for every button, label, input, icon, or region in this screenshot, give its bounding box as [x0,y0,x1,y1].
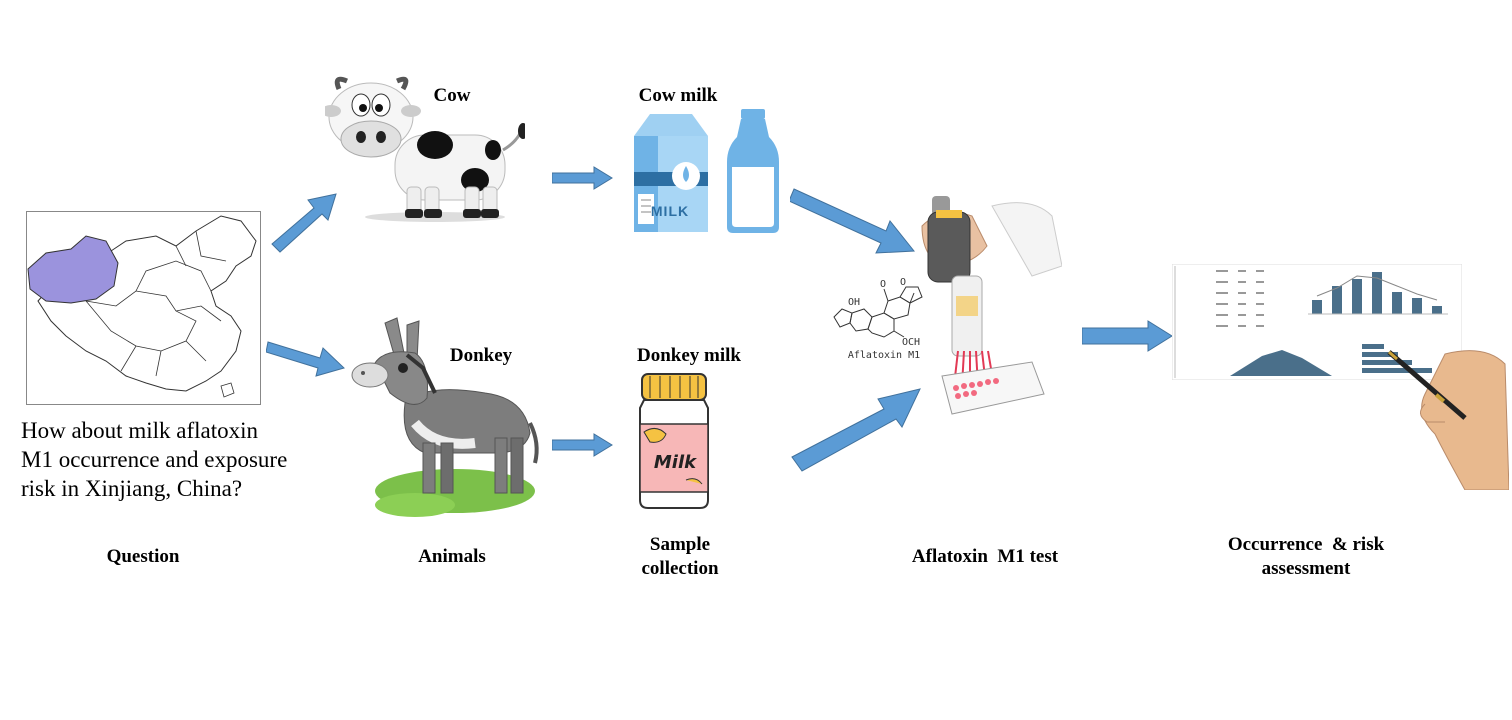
question-line-1: How about milk aflatoxin [21,418,258,443]
svg-text:O: O [900,277,906,288]
arrow-donkeymilk-to-test [790,381,926,477]
cow-label: Cow [433,85,471,106]
stage-label-sample: Sample collection [610,533,750,581]
question-line-2: M1 occurrence and exposure [21,447,288,472]
stage-label-test: Aflatoxin M1 test [911,546,1059,567]
arrow-cowmilk-to-test [790,175,918,257]
milk-bottle-icon [723,107,783,235]
milk-jar-text: Milk [653,452,697,473]
stage-label-assessment: Occurrence & risk assessment [1196,533,1416,581]
arrow-test-to-assessment [1082,320,1174,352]
china-map-icon [26,211,262,406]
pipette-icon [912,186,1062,426]
donkey-label: Donkey [449,345,513,366]
chart-report-icon [1172,264,1462,380]
stage-label-sample-line2: collection [641,558,719,579]
arrow-donkey-to-milk [552,433,614,457]
molecule-icon: OH O O OCH [828,275,938,347]
molecule-label: Aflatoxin M1 [847,350,921,361]
donkey-milk-label: Donkey milk [637,345,741,366]
question-line-3: risk in Xinjiang, China? [21,476,243,501]
milk-carton-icon [630,110,712,234]
question-text: How about milk aflatoxin M1 occurrence a… [21,416,287,503]
svg-text:OCH: OCH [902,337,920,347]
arrow-to-donkey [266,330,348,380]
svg-text:OH: OH [848,297,860,308]
arrow-to-cow [268,190,340,256]
arrow-cow-to-milk [552,166,614,190]
stage-label-assessment-line1: Occurrence & risk [1227,534,1385,555]
svg-text:O: O [880,279,886,290]
cow-milk-label: Cow milk [638,85,718,106]
stage-label-question: Question [106,546,180,567]
stage-label-assessment-line2: assessment [1261,558,1351,579]
milk-carton-text: MILK [650,203,690,219]
cow-icon [325,75,525,225]
donkey-icon [345,313,545,523]
milk-jar-icon [636,372,714,512]
pen-hand-icon [1385,344,1509,490]
stage-label-animals: Animals [418,546,486,567]
stage-label-sample-line1: Sample [649,534,711,555]
